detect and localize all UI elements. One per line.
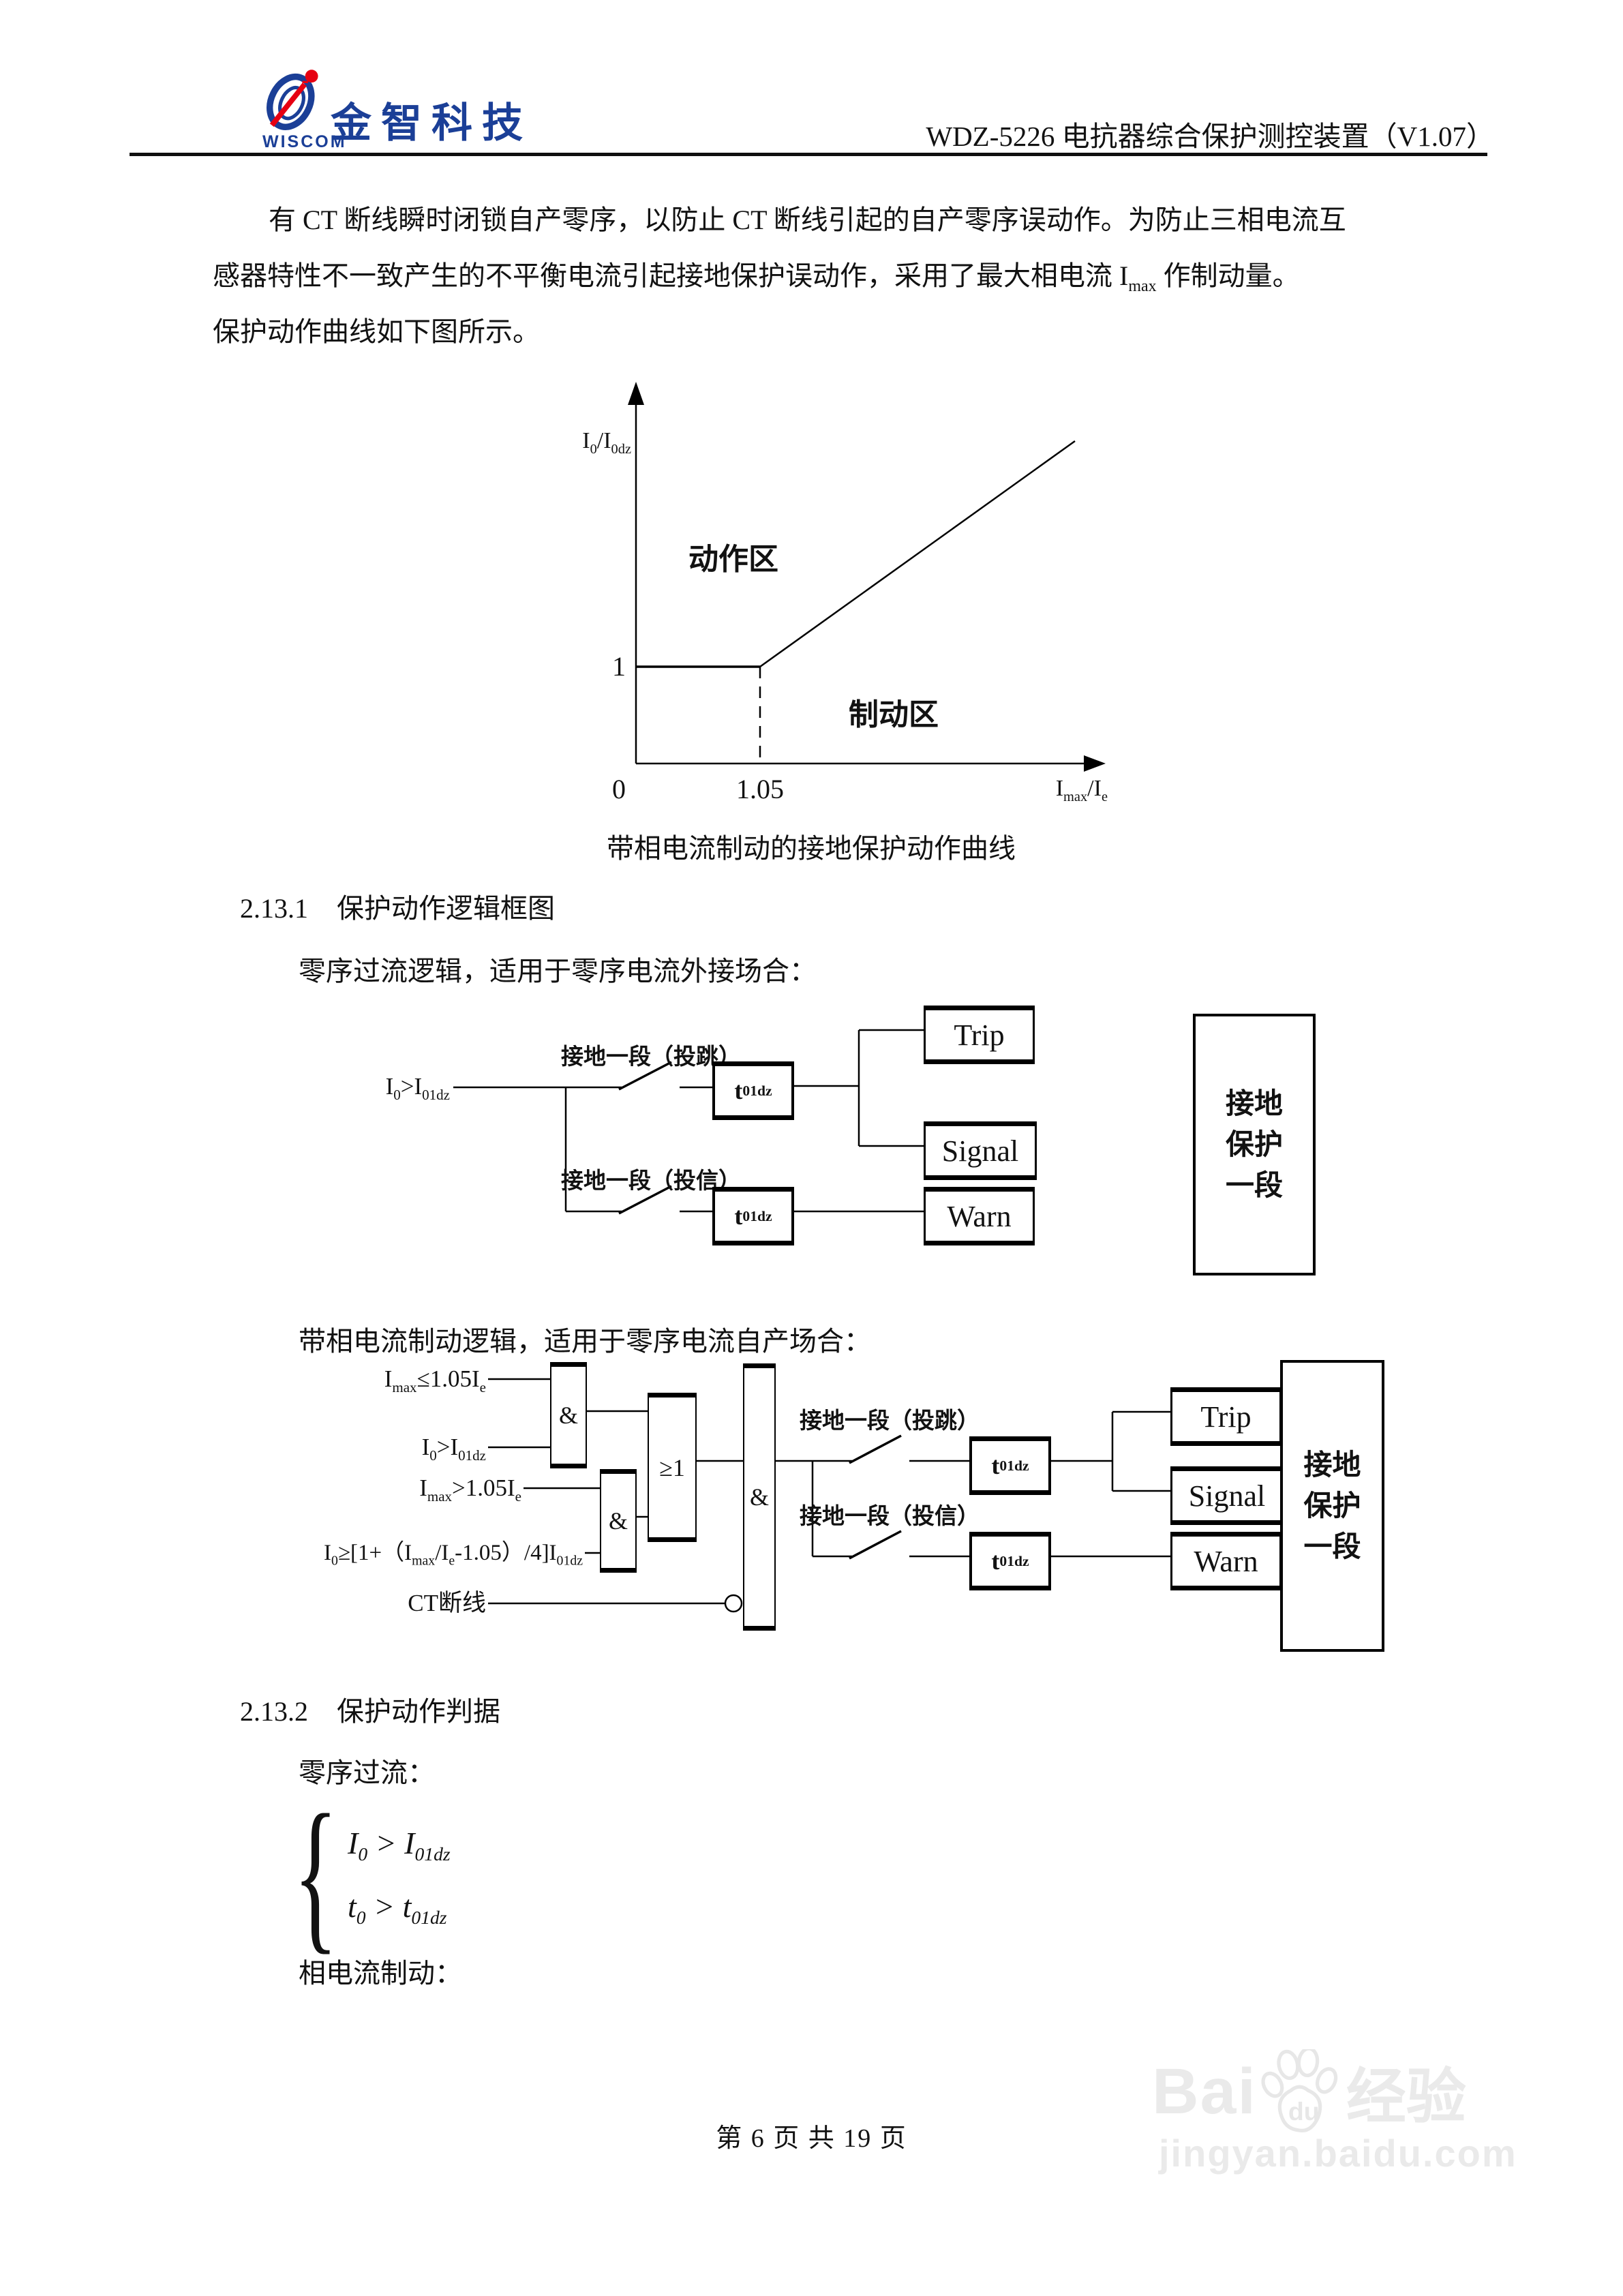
diagram2-warn-box: Warn [1170,1532,1281,1590]
x-tick-0: 0 [612,774,626,804]
brake-region-label: 制动区 [849,698,939,731]
diagram2-switch-trip-label: 接地一段（投跳） [800,1408,980,1433]
baidu-paw-icon: du [1261,2049,1338,2132]
page-number: 第 6 页 共 19 页 [716,2124,907,2153]
brand-subtext: WISCOM [262,132,347,151]
watermark-brand: Bai [1152,2055,1257,2128]
watermark-url: jingyan.baidu.com [1159,2132,1517,2175]
y-tick-1: 1 [612,651,626,682]
intro-line-1: 有 CT 断线瞬时闭锁自产零序，以防止 CT 断线引起的自产零序误动作。为防止三… [269,205,1346,235]
intro-line-3: 保护动作曲线如下图所示。 [213,316,540,347]
y-axis-label: I0/I0dz [582,428,631,457]
equation-line-1: I0 > I01dz [348,1825,451,1864]
criterion-label-2: 相电流制动： [299,1958,462,1989]
section-number: 2.13.1 [240,893,308,924]
diagram2-input-3: Imax>1.05Ie [419,1475,521,1505]
company-logo: 金智科技 WISCOM [262,63,549,151]
curve-axes [628,382,1106,772]
header-rule [130,153,1487,156]
diagram1-stage-box: 接地 保护 一段 [1193,1014,1316,1275]
diagram2-trip-box: Trip [1170,1387,1281,1446]
diagram1-trip-box: Trip [924,1006,1035,1064]
intro-paragraph: 有 CT 断线瞬时闭锁自产零序，以防止 CT 断线引起的自产零序误动作。为防止三… [213,192,1414,360]
operating-curve-figure: I0/I0dz 1 0 1.05 Imax/Ie 动作区 制动区 [559,376,1118,813]
diagram2-wires [488,1378,1170,1613]
equation-line-2: t0 > t01dz [348,1888,447,1928]
baidu-watermark: Bai du 经验 jingyan.baidu.com [1152,2049,1561,2175]
section-title: 保护动作判据 [337,1696,500,1727]
section-number: 2.13.2 [240,1696,308,1727]
diagram2-input-ct: CT断线 [408,1590,486,1616]
action-region-label: 动作区 [688,543,778,576]
diagram1-switch-signal-label: 接地一段（投信） [561,1168,741,1193]
diagram2-and-gate-2: & [600,1469,637,1573]
diagram2-signal-box: Signal [1170,1466,1284,1525]
brand-text: 金智科技 [331,100,532,146]
diagram1-warn-box: Warn [924,1187,1035,1245]
figure-caption: 带相电流制动的接地保护动作曲线 [607,833,1016,864]
diagram2-stage-box: 接地 保护 一段 [1280,1360,1384,1652]
diagram2-main-and-gate: & [743,1363,776,1631]
document-title: WDZ-5226 电抗器综合保护测控装置（V1.07） [926,121,1494,152]
watermark-du: du [1288,2097,1320,2126]
diagram1-signal-box: Signal [924,1121,1037,1180]
zero-sequence-equation: { I0 > I01dz t0 > t01dz [293,1780,451,1969]
diagram1-input-label: I0>I01dz [385,1073,450,1103]
diagram2-input-4: I0≥[1+（Imax/Ie-1.05）/4]I01dz [324,1541,583,1569]
diagram2-input-1: Imax≤1.05Ie [384,1365,486,1395]
intro-line-2: 感器特性不一致产生的不平衡电流引起接地保护误动作，采用了最大相电流 Imax 作… [213,260,1300,295]
section-title: 保护动作逻辑框图 [337,893,555,924]
diagram1-switch-trip-label: 接地一段（投跳） [561,1044,741,1069]
diagram1-wires [453,1029,924,1215]
criterion-label-1: 零序过流： [299,1757,435,1788]
x-axis-label: Imax/Ie [1055,776,1108,804]
lead-text-2: 带相电流制动逻辑，适用于零序电流自产场合： [299,1326,871,1357]
wiscom-logo-icon [267,70,318,130]
diagram2-or-gate: ≥1 [648,1393,697,1542]
section-heading-2132: 2.13.2 保护动作判据 [240,1689,500,1729]
equation-brace: { [293,1780,338,1969]
x-tick-105: 1.05 [736,774,784,804]
diagram2-input-2: I0>I01dz [421,1434,486,1464]
logic-diagram-restrained: Imax≤1.05Ie I0>I01dz Imax>1.05Ie I0≥[1+（… [245,1360,1391,1653]
watermark-cn: 经验 [1346,2063,1466,2130]
diagram2-switch-signal-label: 接地一段（投信） [800,1503,980,1528]
section-heading-2131: 2.13.1 保护动作逻辑框图 [240,886,555,926]
diagram2-and-gate-1: & [550,1362,587,1468]
lead-text-1: 零序过流逻辑，适用于零序电流外接场合： [299,956,817,986]
